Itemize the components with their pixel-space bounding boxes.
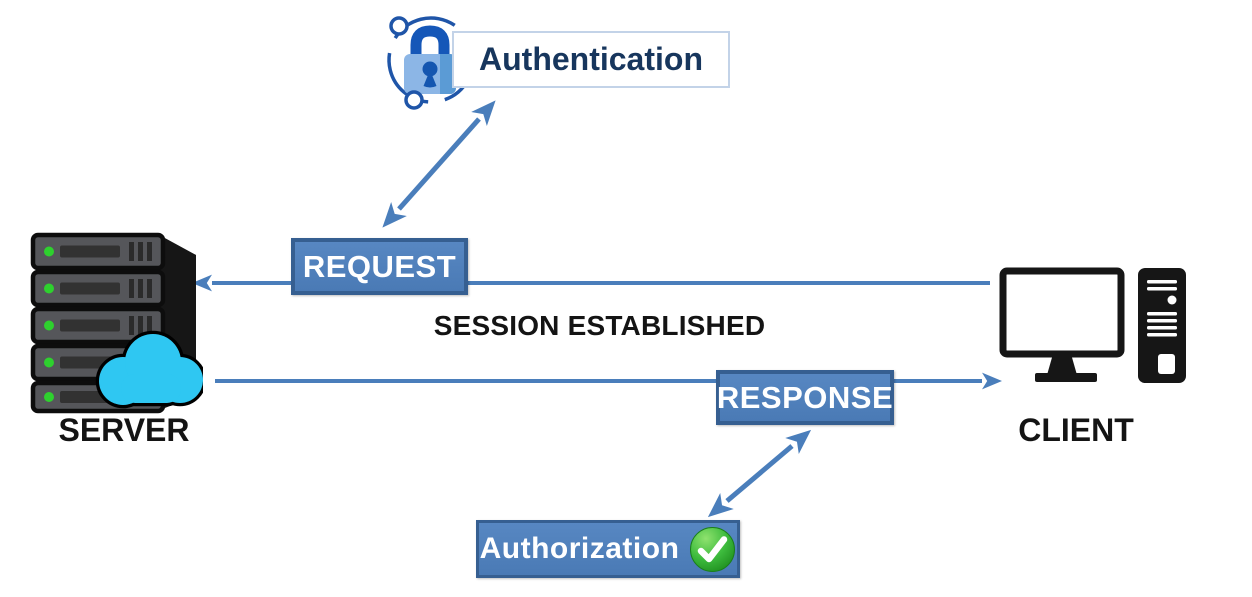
server-label: SERVER [58,412,190,448]
check-circle-icon [690,526,736,572]
session-established-label: SESSION ESTABLISHED [433,310,766,341]
authentication-box: Authentication [452,31,730,88]
request-label: REQUEST [302,248,457,284]
response-authorization-arrow [707,429,812,518]
request-authentication-arrow [382,100,496,228]
response-label: RESPONSE [716,379,894,415]
server-rack-cloud-icon [30,232,203,414]
cloud-icon [95,330,203,409]
authorization-label: Authorization [479,532,680,565]
authorization-box: Authorization [476,520,740,578]
desktop-computer-icon [999,267,1186,383]
client-label: CLIENT [1018,412,1134,448]
authentication-label: Authentication [479,41,703,77]
request-box: REQUEST [291,238,468,295]
response-box: RESPONSE [716,370,894,425]
